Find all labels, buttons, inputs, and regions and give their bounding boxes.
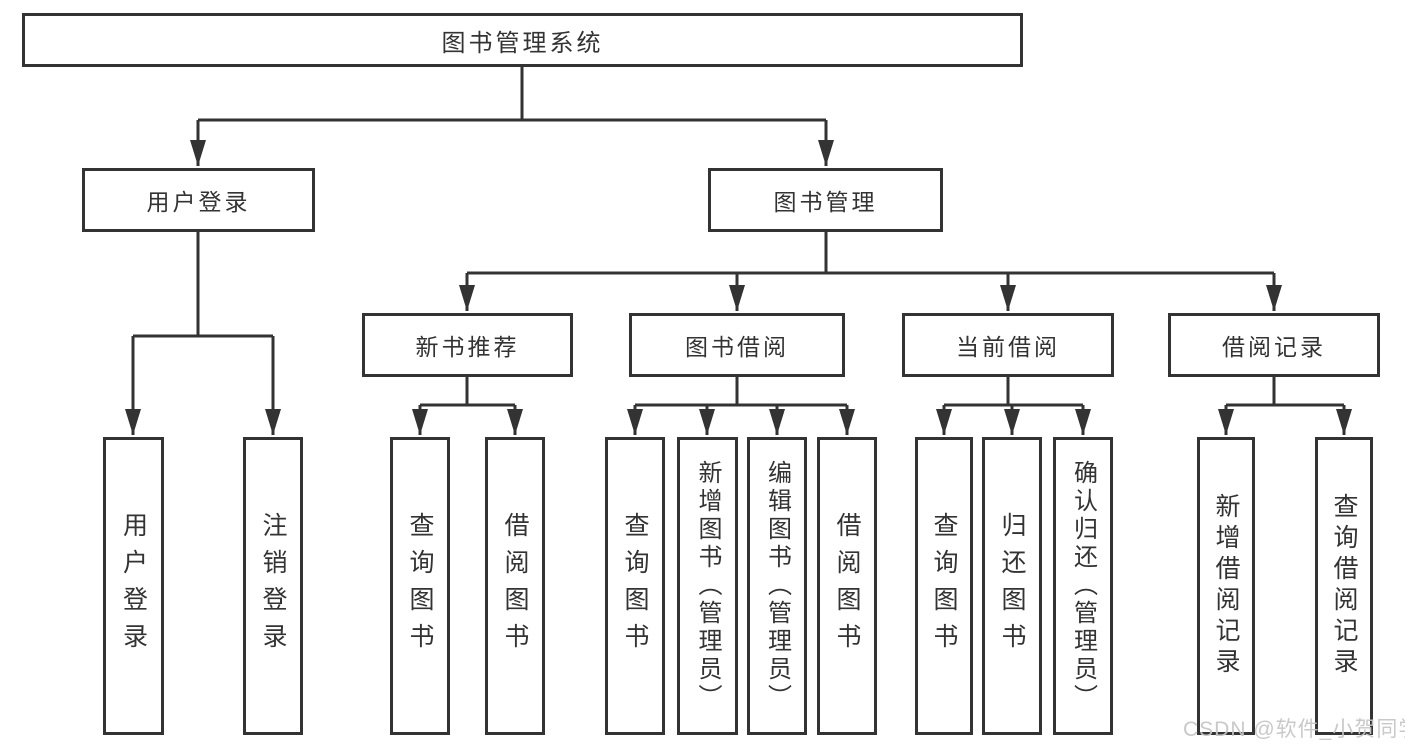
connectors-book-management-branch: [459, 232, 1282, 311]
leaf-cb-return-books: 归还图书: [982, 437, 1042, 735]
connector-trunk-root: [198, 67, 826, 122]
leaf-cb-confirm-return-admin: 确认归还（管理员）: [1053, 437, 1113, 735]
leaf-br-add-record: 新增借阅记录: [1197, 437, 1255, 735]
connectors-user-login-branch: [125, 232, 281, 435]
connectors-root-to-level2: [190, 67, 834, 166]
connectors-current-borrow-branch: [936, 377, 1091, 435]
connector-trunk-new-books: [420, 377, 515, 407]
leaf-cb-query-books: 查询图书: [915, 437, 973, 735]
leaf-bb-add-books-admin: 新增图书（管理员）: [677, 437, 738, 735]
leaf-nb-borrow-books: 借阅图书: [485, 437, 545, 735]
leaf-bb-query-books: 查询图书: [605, 437, 665, 735]
node-borrow-records: 借阅记录: [1168, 313, 1380, 377]
connector-trunk-current-borrow: [944, 377, 1083, 407]
connectors-borrow-records-branch: [1218, 377, 1352, 435]
leaf-user-login: 用户登录: [103, 437, 164, 735]
node-new-book-recommend: 新书推荐: [362, 313, 573, 377]
leaf-bb-edit-books-admin: 编辑图书（管理员）: [747, 437, 807, 735]
connectors-new-books-branch: [412, 377, 523, 435]
node-root-system: 图书管理系统: [22, 13, 1023, 67]
node-book-management: 图书管理: [708, 168, 943, 232]
connectors-book-borrow-branch: [627, 377, 855, 435]
leaf-bb-borrow-books: 借阅图书: [817, 437, 877, 735]
leaf-logout: 注销登录: [243, 437, 303, 735]
node-book-borrow: 图书借阅: [629, 313, 845, 377]
leaf-nb-query-books: 查询图书: [390, 437, 450, 735]
csdn-watermark: CSDN @软件_小贺同学: [1183, 718, 1405, 741]
connector-trunk-book-management: [467, 232, 1274, 275]
leaf-br-query-record: 查询借阅记录: [1315, 437, 1373, 735]
node-current-borrow: 当前借阅: [902, 313, 1114, 377]
node-user-login: 用户登录: [82, 168, 315, 232]
connector-trunk-user-login: [133, 232, 273, 338]
connector-trunk-borrow-records: [1226, 377, 1344, 407]
connector-trunk-book-borrow: [635, 377, 847, 407]
